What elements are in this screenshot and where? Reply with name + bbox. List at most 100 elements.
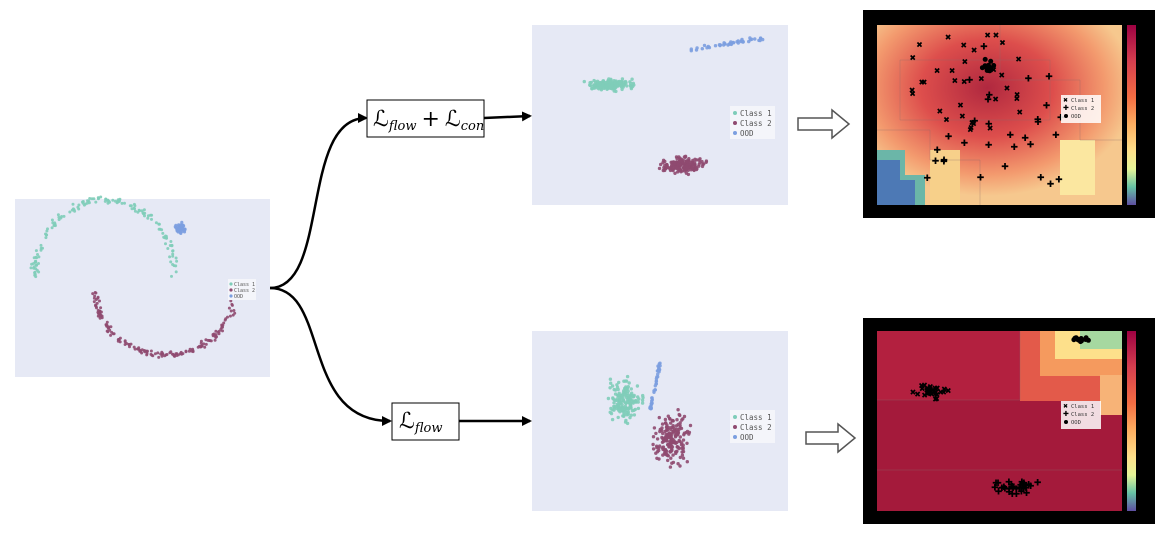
class2-marker: ✚ bbox=[1007, 131, 1015, 141]
legend-class1-label: Class 1 bbox=[234, 282, 255, 288]
class2-marker: ✚ bbox=[932, 157, 940, 167]
class1-point bbox=[635, 384, 640, 388]
ood-point bbox=[657, 365, 661, 369]
loss-subscript: flow bbox=[414, 421, 443, 436]
class2-marker: ✚ bbox=[1047, 180, 1055, 190]
class1-point bbox=[97, 196, 100, 200]
class1-marker: ✖ bbox=[943, 116, 950, 125]
class2-marker: ✚ bbox=[1022, 484, 1030, 494]
class2-point bbox=[98, 316, 102, 320]
class2-point bbox=[673, 430, 678, 435]
class2-point bbox=[686, 172, 691, 177]
class2-point bbox=[95, 301, 99, 305]
class1-marker: ✖ bbox=[934, 390, 941, 399]
class2-point bbox=[668, 465, 673, 469]
class2-point bbox=[680, 453, 685, 457]
class1-marker: ✖ bbox=[992, 95, 999, 104]
class2-point bbox=[664, 425, 669, 430]
class2-point bbox=[669, 443, 673, 448]
class1-point bbox=[610, 384, 615, 388]
class1-marker: ✖ bbox=[945, 387, 952, 396]
class1-point bbox=[625, 406, 629, 410]
class1-point bbox=[170, 244, 174, 248]
class1-point bbox=[171, 249, 175, 253]
class1-marker: ✖ bbox=[987, 124, 994, 133]
class2-point bbox=[196, 345, 200, 349]
class1-point bbox=[34, 249, 38, 253]
class2-marker: ✚ bbox=[1000, 483, 1008, 493]
class2-point bbox=[675, 156, 679, 161]
class2-point bbox=[671, 419, 675, 423]
class1-marker: ✖ bbox=[934, 66, 941, 75]
class2-point bbox=[109, 333, 113, 337]
class1-point bbox=[99, 195, 103, 199]
class1-point bbox=[140, 209, 144, 213]
class1-point bbox=[636, 395, 640, 399]
ood-point bbox=[700, 47, 704, 51]
loss-symbol: ℒ bbox=[445, 107, 461, 132]
class2-point bbox=[127, 343, 131, 347]
class1-marker: ✖ bbox=[934, 384, 941, 393]
class1-point bbox=[50, 226, 54, 230]
class1-point bbox=[623, 379, 628, 383]
class2-marker: ✚ bbox=[1023, 489, 1031, 499]
class2-point bbox=[133, 347, 137, 351]
class2-point bbox=[692, 160, 697, 165]
class2-point bbox=[660, 446, 665, 450]
class1-point bbox=[618, 401, 623, 406]
legend-class1-label: Class 1 bbox=[740, 109, 772, 118]
class1-point bbox=[171, 252, 175, 256]
class2-point bbox=[222, 321, 226, 325]
class1-point bbox=[36, 253, 39, 256]
class1-marker: ✖ bbox=[978, 75, 985, 84]
class2-point bbox=[191, 347, 195, 351]
class1-marker: ✖ bbox=[940, 388, 947, 397]
class1-point bbox=[170, 274, 173, 278]
class2-point bbox=[660, 422, 665, 426]
class2-point bbox=[694, 167, 699, 172]
class2-marker: ✚ bbox=[998, 484, 1006, 494]
heatmap-warm-region bbox=[930, 150, 960, 205]
class2-point bbox=[231, 313, 235, 317]
class1-point bbox=[164, 242, 167, 246]
class2-marker: ✚ bbox=[1025, 75, 1033, 85]
class2-point bbox=[156, 351, 160, 355]
ood-point bbox=[177, 223, 181, 227]
class1-point bbox=[603, 85, 608, 89]
class2-point bbox=[670, 449, 674, 453]
ood-marker bbox=[1073, 335, 1079, 341]
class2-marker: ✚ bbox=[1009, 490, 1017, 500]
class2-marker: ✚ bbox=[1025, 481, 1033, 491]
ood-point bbox=[656, 372, 660, 376]
class1-point bbox=[77, 203, 81, 207]
class2-point bbox=[670, 432, 674, 436]
ood-point bbox=[702, 43, 707, 48]
bottom-density-heatmap: ✖✖✖✖✖✖✖✖✖✖✖✖✖✖✖✖✖✖✖✖✖✖✖✖✖✖✖✖✚✚✚✚✚✚✚✚✚✚✚✚… bbox=[863, 318, 1155, 524]
class1-point bbox=[143, 214, 146, 218]
svg-text:ℒflow+ℒcon: ℒflow+ℒcon bbox=[373, 107, 484, 134]
class1-point bbox=[609, 411, 614, 416]
class1-point bbox=[615, 81, 619, 85]
class1-marker: ✖ bbox=[924, 386, 931, 395]
class1-point bbox=[621, 406, 625, 410]
class1-marker: ✖ bbox=[945, 33, 952, 42]
class1-marker: ✖ bbox=[932, 384, 939, 393]
class2-point bbox=[123, 339, 127, 343]
class2-point bbox=[160, 354, 164, 358]
class2-marker: ✚ bbox=[985, 120, 993, 130]
class2-point bbox=[220, 326, 224, 329]
class2-point bbox=[677, 167, 682, 172]
ood-point bbox=[180, 226, 185, 230]
class1-point bbox=[632, 394, 636, 399]
class1-marker: ✖ bbox=[1014, 95, 1021, 104]
ood-point bbox=[175, 228, 179, 232]
class1-point bbox=[37, 255, 41, 259]
class1-marker: ✖ bbox=[957, 101, 964, 110]
legend-class2-icon bbox=[733, 425, 737, 429]
ood-point bbox=[182, 229, 186, 233]
class2-marker: ✚ bbox=[1013, 485, 1021, 495]
class2-marker: ✚ bbox=[1005, 478, 1013, 488]
class1-marker: ✖ bbox=[921, 381, 928, 390]
legend-class1-icon bbox=[733, 111, 737, 115]
class2-point bbox=[226, 315, 229, 319]
